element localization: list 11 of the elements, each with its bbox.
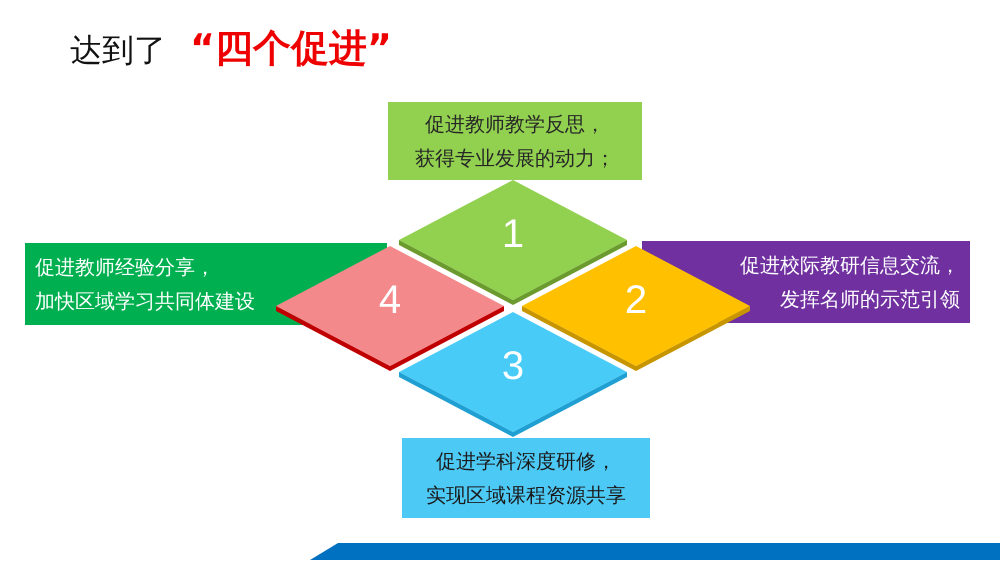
callout-text: 促进教师教学反思，获得专业发展的动力； [415,111,615,172]
step-number: 1 [502,212,524,256]
callout-panel [402,438,650,518]
step-number: 3 [502,344,524,388]
callout-panel [388,102,642,180]
slide-title: 达到了“四个促进” [70,25,392,72]
callout-text: 促进学科深度研修，实现区域课程资源共享 [426,448,626,509]
callout-text: 促进教师经验分享，加快区域学习共同体建设 [35,254,255,315]
step-number: 2 [624,278,648,322]
callout-text: 促进校际教研信息交流，发挥名师的示范引领 [740,252,960,313]
step-number: 4 [378,278,402,322]
